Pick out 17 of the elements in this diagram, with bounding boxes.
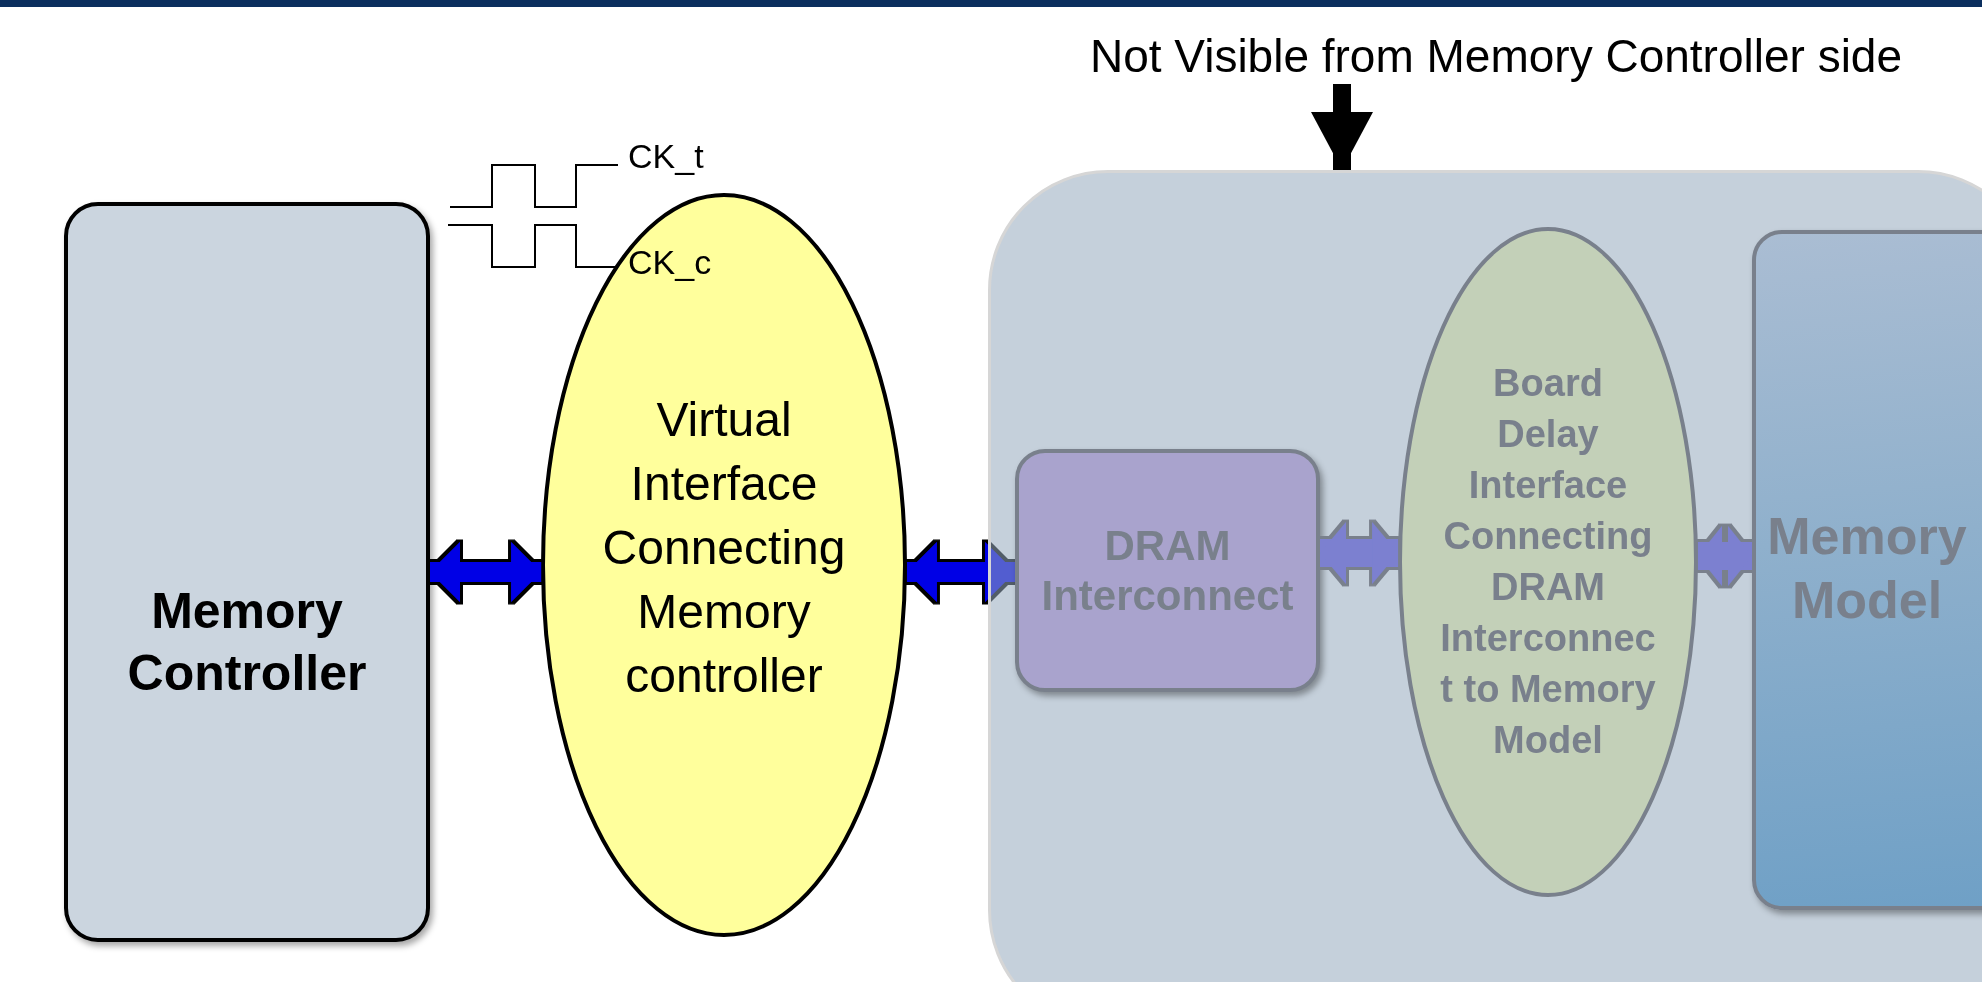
signal-label: CK_t [628,137,704,175]
double-arrow [430,542,542,602]
block-label: DRAM Interconnect [1040,521,1295,621]
controller-block [64,202,430,942]
heading-text: Not Visible from Memory Controller side [1088,29,1904,83]
ellipse-label: Virtual Interface Connecting Memory controller [601,392,847,704]
interconnect-block [1015,449,1320,692]
hidden-region-panel [988,170,1982,982]
signal-label: CK_c [628,243,712,281]
memory-model-block [1752,230,1982,910]
arrow [1311,84,1373,170]
double-arrow [1320,522,1399,584]
double-arrow [1698,526,1752,586]
block-label: Memory Model [1766,506,1968,631]
ellipse-label: Board Delay Interface Connecting DRAM Interconnect to Memory Model [1439,361,1657,763]
block-label: Memory Controller [126,582,368,703]
double-arrow [906,542,1015,602]
